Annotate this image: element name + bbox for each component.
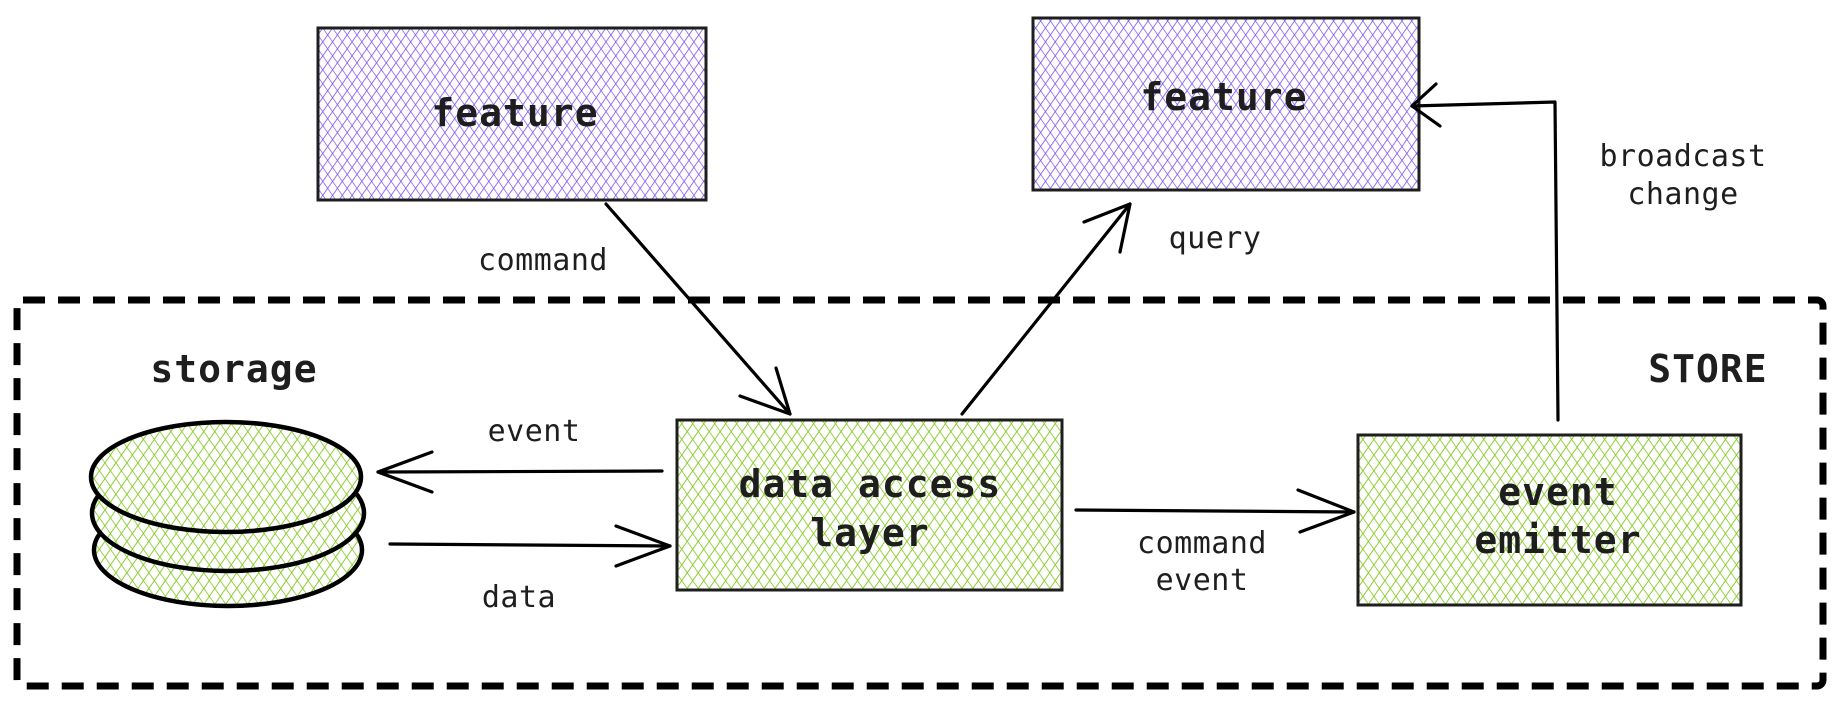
- edge-command-label: command: [478, 243, 608, 278]
- event-emitter-label-line1: event: [1498, 470, 1617, 514]
- event-emitter-node[interactable]: event emitter: [1356, 433, 1743, 607]
- feature-left-label: feature: [431, 91, 598, 135]
- edge-broadcast-label-line2: change: [1627, 177, 1738, 212]
- event-emitter-label-line2: emitter: [1474, 518, 1641, 562]
- feature-right-label: feature: [1140, 75, 1307, 119]
- storage-node[interactable]: storage: [88, 347, 367, 609]
- feature-right-node[interactable]: feature: [1031, 16, 1421, 192]
- data-access-layer-label-line1: data access: [739, 462, 1002, 506]
- edge-query-label: query: [1169, 221, 1262, 256]
- feature-left-node[interactable]: feature: [316, 26, 708, 202]
- edge-data-label: data: [482, 580, 556, 615]
- storage-label: storage: [150, 347, 317, 391]
- edge-data: data: [388, 524, 672, 615]
- edge-query: query: [960, 202, 1262, 416]
- edge-command-event: command event: [1074, 488, 1356, 598]
- edge-broadcast-label-line1: broadcast: [1599, 139, 1766, 174]
- edge-broadcast-change: broadcast change: [1410, 82, 1766, 422]
- data-access-layer-node[interactable]: data access layer: [675, 418, 1064, 592]
- edge-command: command: [478, 202, 792, 416]
- edge-command-event-label-line2: event: [1156, 563, 1249, 598]
- database-icon: [88, 419, 367, 609]
- data-access-layer-label-line2: layer: [810, 511, 929, 555]
- store-label: STORE: [1648, 347, 1767, 391]
- edge-event-label: event: [488, 414, 581, 449]
- edge-event: event: [376, 414, 664, 494]
- edge-command-event-label-line1: command: [1137, 526, 1267, 561]
- store-container: STORE: [13, 296, 1827, 690]
